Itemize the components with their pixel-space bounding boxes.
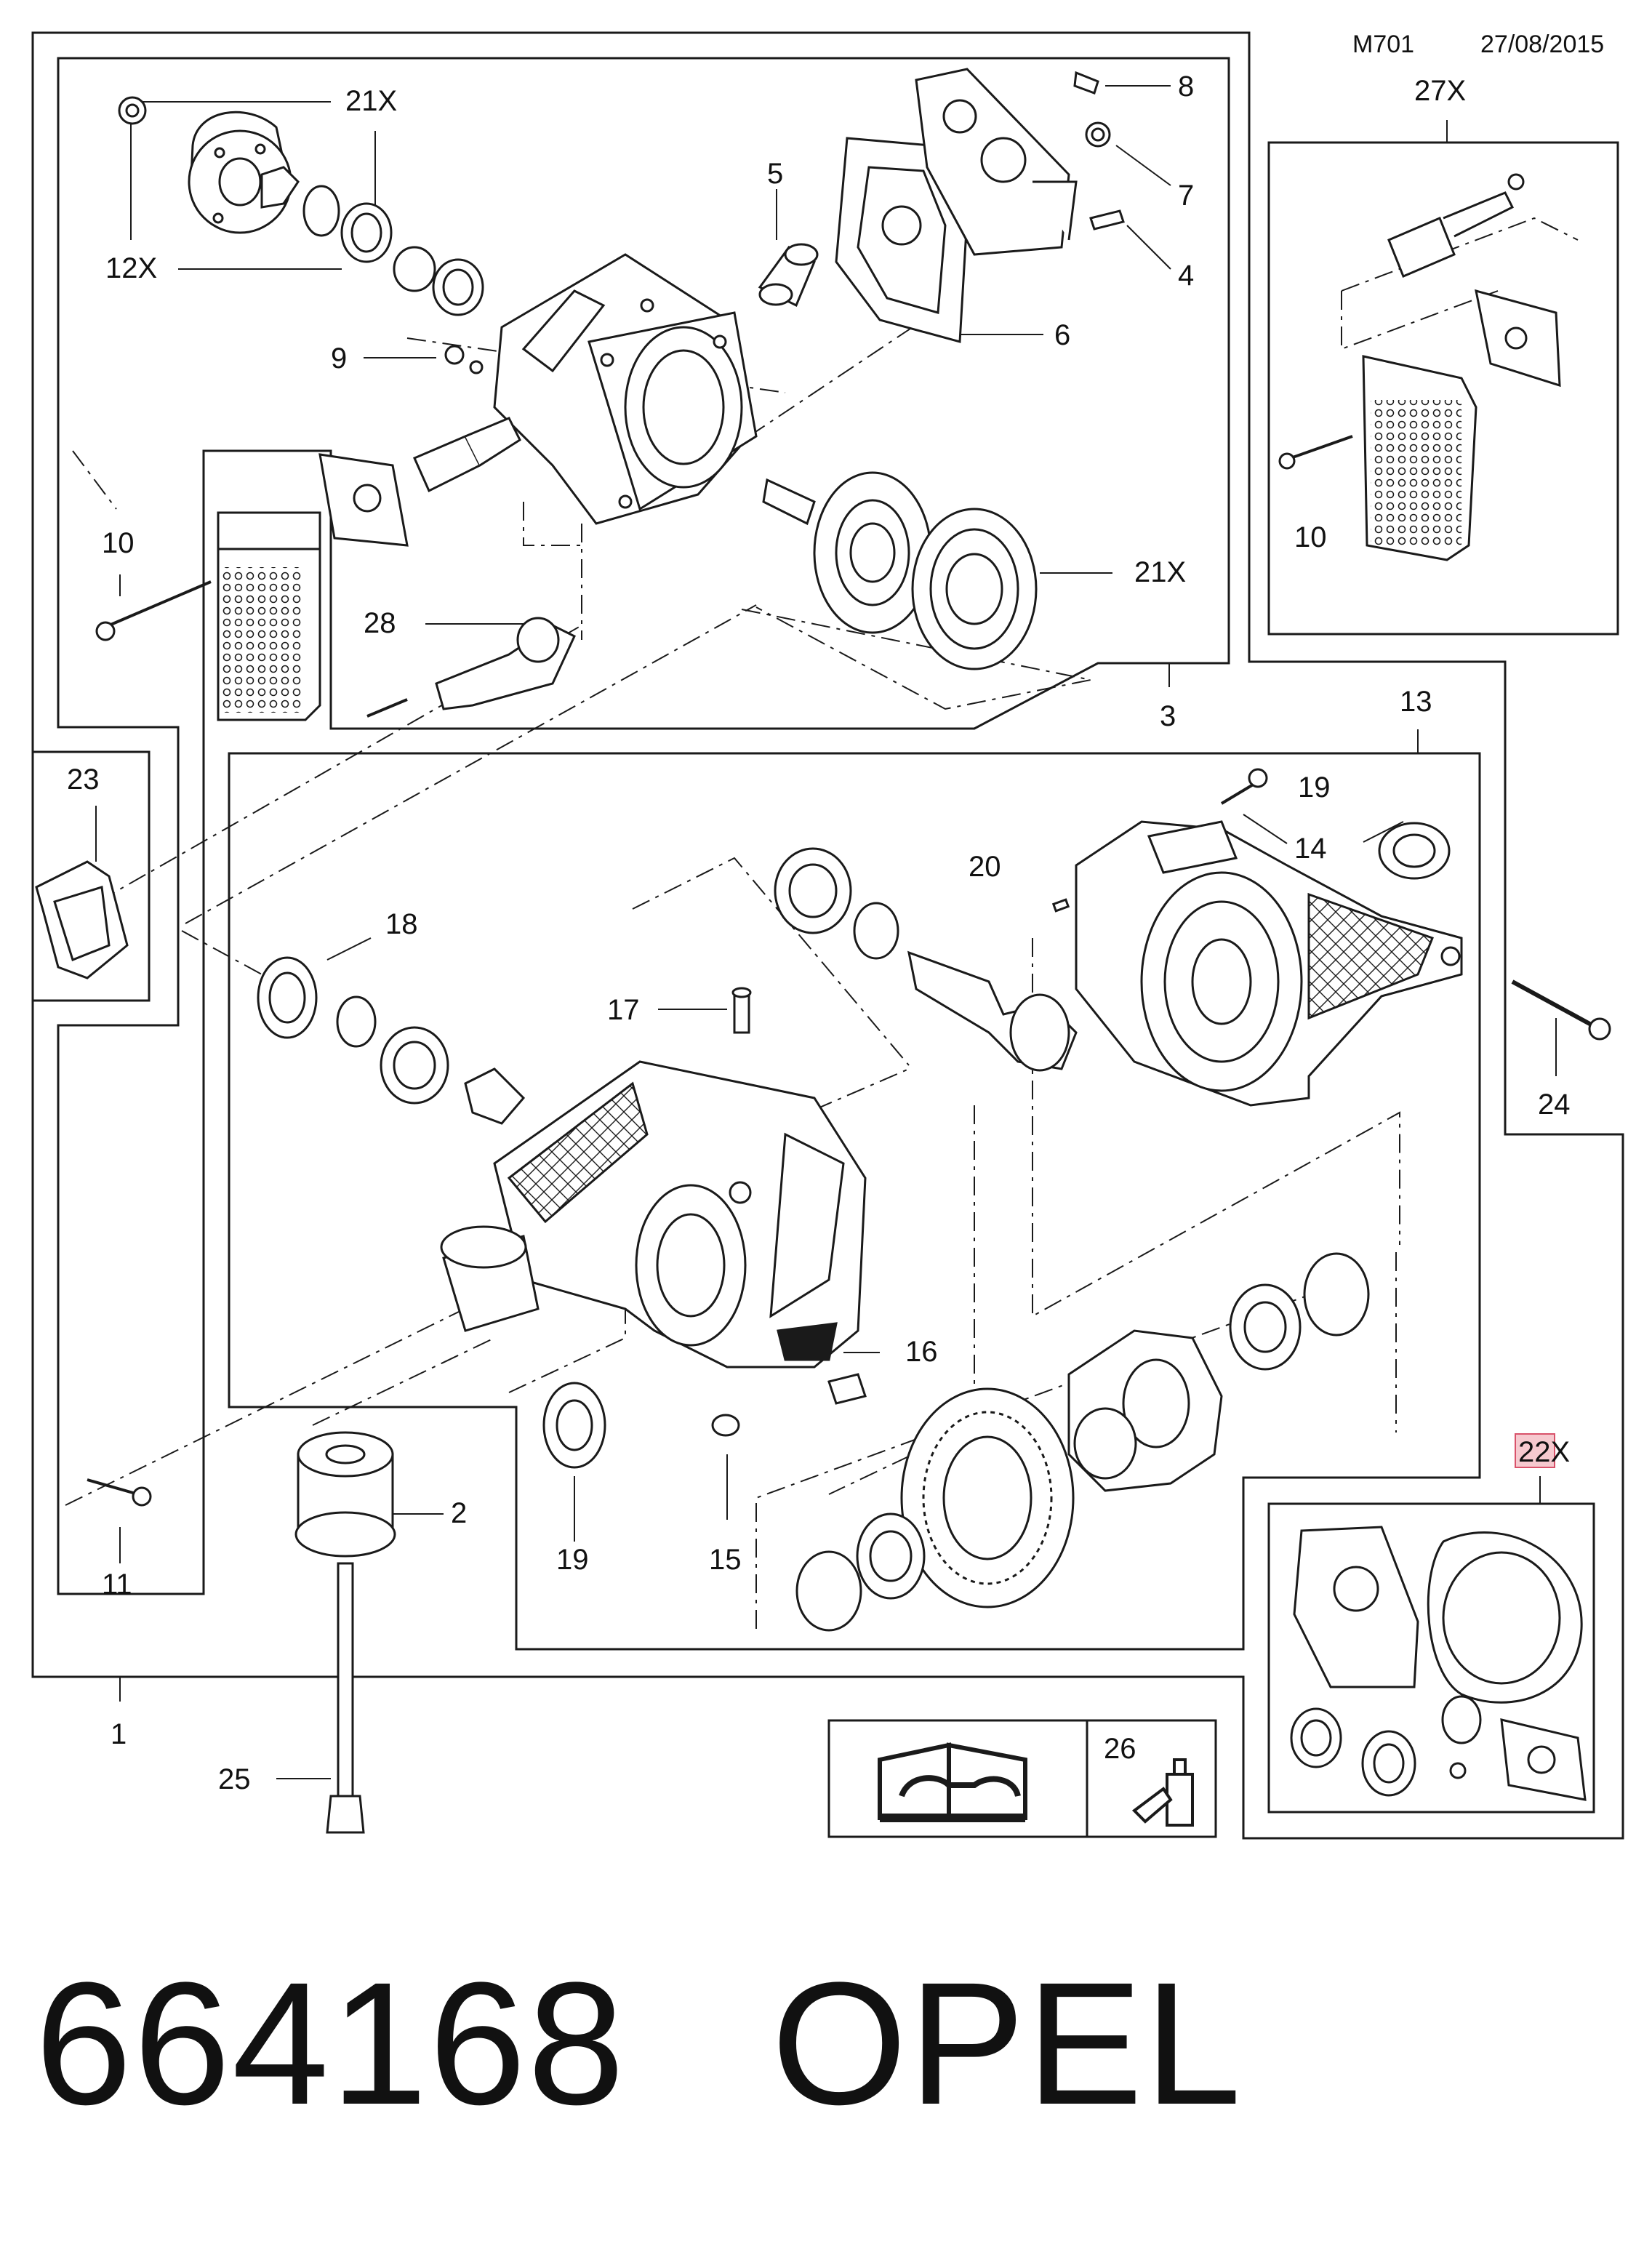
plug-9-part — [444, 345, 465, 365]
callout-8: 8 — [1178, 71, 1194, 103]
bolt-24-part — [1511, 979, 1594, 1027]
callout-13: 13 — [1400, 686, 1432, 718]
callout-27x: 27X — [1414, 75, 1466, 107]
bolt-25-part — [337, 1562, 354, 1798]
callout-17: 17 — [607, 994, 640, 1026]
kit-22x-frame — [1267, 1502, 1595, 1814]
plug-16-part — [827, 1373, 867, 1405]
callout-5: 5 — [767, 158, 783, 190]
callout-20: 20 — [969, 851, 1001, 883]
callout-23: 23 — [67, 764, 100, 796]
diagram-code: M701 — [1352, 31, 1415, 58]
bolt-27x-part — [1290, 435, 1353, 460]
callout-6: 6 — [1054, 319, 1070, 351]
solenoid-27x-part — [1387, 217, 1456, 278]
callout-24: 24 — [1538, 1089, 1571, 1121]
callout-21x-top: 21X — [345, 85, 397, 117]
callout-11: 11 — [102, 1568, 132, 1600]
callout-14: 14 — [1294, 833, 1327, 865]
assembly-3-frame — [57, 57, 1230, 1595]
callout-12x: 12X — [105, 252, 157, 284]
brand-name: OPEL — [771, 1946, 1243, 2141]
screw-8-part — [1073, 71, 1099, 95]
bolt-4-part — [1089, 209, 1125, 231]
callout-9: 9 — [331, 342, 347, 374]
callout-10-right: 10 — [1294, 521, 1327, 553]
breather-17-part — [733, 991, 750, 1034]
part-number: 664168 — [35, 1946, 626, 2141]
bolt-10-part — [108, 580, 212, 627]
assembly-13-frame — [228, 752, 1481, 1651]
callout-22x-highlight — [1515, 1433, 1555, 1468]
callout-7: 7 — [1178, 180, 1194, 212]
callout-10-left: 10 — [102, 527, 135, 559]
service-icons-frame — [827, 1719, 1217, 1838]
gasket-22x-b-part — [1427, 1531, 1583, 1704]
callout-3: 3 — [1160, 700, 1176, 732]
bolt-11-part — [87, 1478, 139, 1496]
callout-1: 1 — [111, 1718, 127, 1750]
callout-2: 2 — [451, 1497, 467, 1529]
callout-28: 28 — [364, 607, 396, 639]
sealant-tube-icon — [1131, 1758, 1194, 1827]
callout-22x: 22X — [1518, 1436, 1570, 1468]
callout-25: 25 — [218, 1763, 251, 1795]
callout-19-bottom: 19 — [556, 1544, 589, 1576]
kit-27x-frame — [1267, 141, 1619, 636]
bracket-23-frame — [31, 750, 151, 1002]
callout-18: 18 — [385, 908, 418, 940]
callout-15: 15 — [709, 1544, 742, 1576]
diagram-date: 27/08/2015 — [1480, 31, 1605, 58]
callout-16: 16 — [905, 1336, 938, 1368]
callout-22x-number: 22 — [1518, 1436, 1551, 1468]
callout-26: 26 — [1104, 1733, 1136, 1765]
plug-15-part — [711, 1414, 740, 1437]
callout-22x-suffix: X — [1551, 1436, 1571, 1468]
callout-4: 4 — [1178, 260, 1194, 292]
assembly-1-frame — [31, 31, 1624, 1840]
callout-21x-bottom: 21X — [1134, 556, 1186, 588]
manual-book-wrench-icon — [878, 1742, 1027, 1822]
callout-19-top: 19 — [1298, 772, 1331, 804]
